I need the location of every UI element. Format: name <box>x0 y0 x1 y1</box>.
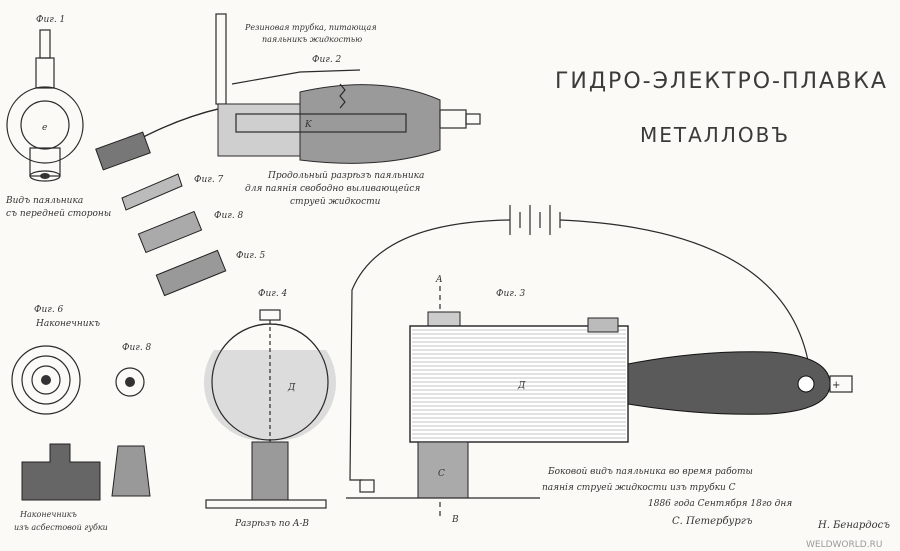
title-line-2: МЕТАЛЛОВЪ <box>640 123 790 147</box>
svg-text:Фиг. 8: Фиг. 8 <box>122 343 152 353</box>
fig6-tip-detail: Фиг. 6 Наконечникъ Фиг. 8 Наконечникъ из… <box>11 305 152 532</box>
fig6-label: Наконечникъ <box>35 319 100 329</box>
svg-text:Фиг. 5: Фиг. 5 <box>236 251 266 261</box>
svg-text:Фиг. 6: Фиг. 6 <box>34 305 64 315</box>
svg-text:Д: Д <box>517 381 526 391</box>
signature: Н. Бенардосъ <box>817 520 890 531</box>
fig1-caption-b: съ передней стороны <box>6 209 111 219</box>
watermark: WELDWORLD.RU <box>806 540 882 550</box>
svg-text:e: e <box>42 123 47 133</box>
fig2-longitudinal-section: Резиновая трубка, питающая паяльникъ жид… <box>119 13 481 207</box>
fig2-caption-b: для паянія свободно выливающейся <box>245 183 420 194</box>
fig2-note-a: Резиновая трубка, питающая <box>244 23 377 32</box>
svg-text:Д: Д <box>287 383 296 393</box>
fig3-caption-a: Боковой видъ паяльника во время работы <box>547 466 753 477</box>
fig5-tips: Фиг. 7 Фиг. 8 Фиг. 5 <box>95 131 266 297</box>
fig1-caption-a: Видъ паяльника <box>5 196 83 206</box>
fig4-caption: Разрѣзъ по A-B <box>234 519 309 529</box>
fig4-section-ab: Фиг. 4 Д Разрѣзъ по A-B <box>204 289 336 529</box>
fig7-caption-b: изъ асбестовой губки <box>14 523 108 532</box>
svg-text:A: A <box>435 275 443 285</box>
svg-text:C: C <box>438 469 445 479</box>
svg-text:B: B <box>451 515 459 525</box>
svg-text:Фиг. 7: Фиг. 7 <box>194 175 224 185</box>
fig7-caption-a: Наконечникъ <box>19 510 77 519</box>
fig3-label: Фиг. 3 <box>496 289 526 299</box>
svg-text:K: K <box>304 120 313 130</box>
fig1-label: Фиг. 1 <box>36 15 65 25</box>
fig1-front-view: Фиг. 1 e Видъ паяльника съ передней стор… <box>5 15 111 219</box>
fig3-city: С. Петербургъ <box>672 516 753 527</box>
fig2-label: Фиг. 2 <box>312 55 342 65</box>
svg-text:+: + <box>832 380 840 391</box>
fig4-label: Фиг. 4 <box>258 289 288 299</box>
battery-icon <box>509 205 561 235</box>
fig3-date: 1886 года Сентября 18го дня <box>648 498 792 509</box>
fig3-caption-b: паянія струей жидкости изъ трубки С <box>542 482 736 493</box>
fig3-side-view: Фиг. 3 A B Д + C <box>346 205 853 527</box>
svg-text:Фиг. 8: Фиг. 8 <box>214 211 244 221</box>
fig2-caption-c: струей жидкости <box>290 197 381 207</box>
title-line-1: ГИДРО-ЭЛЕКТРО-ПЛАВКА <box>555 69 888 94</box>
fig2-note-b: паяльникъ жидкостью <box>262 35 362 44</box>
fig2-caption-a: Продольный разрѣзъ паяльника <box>267 171 424 181</box>
